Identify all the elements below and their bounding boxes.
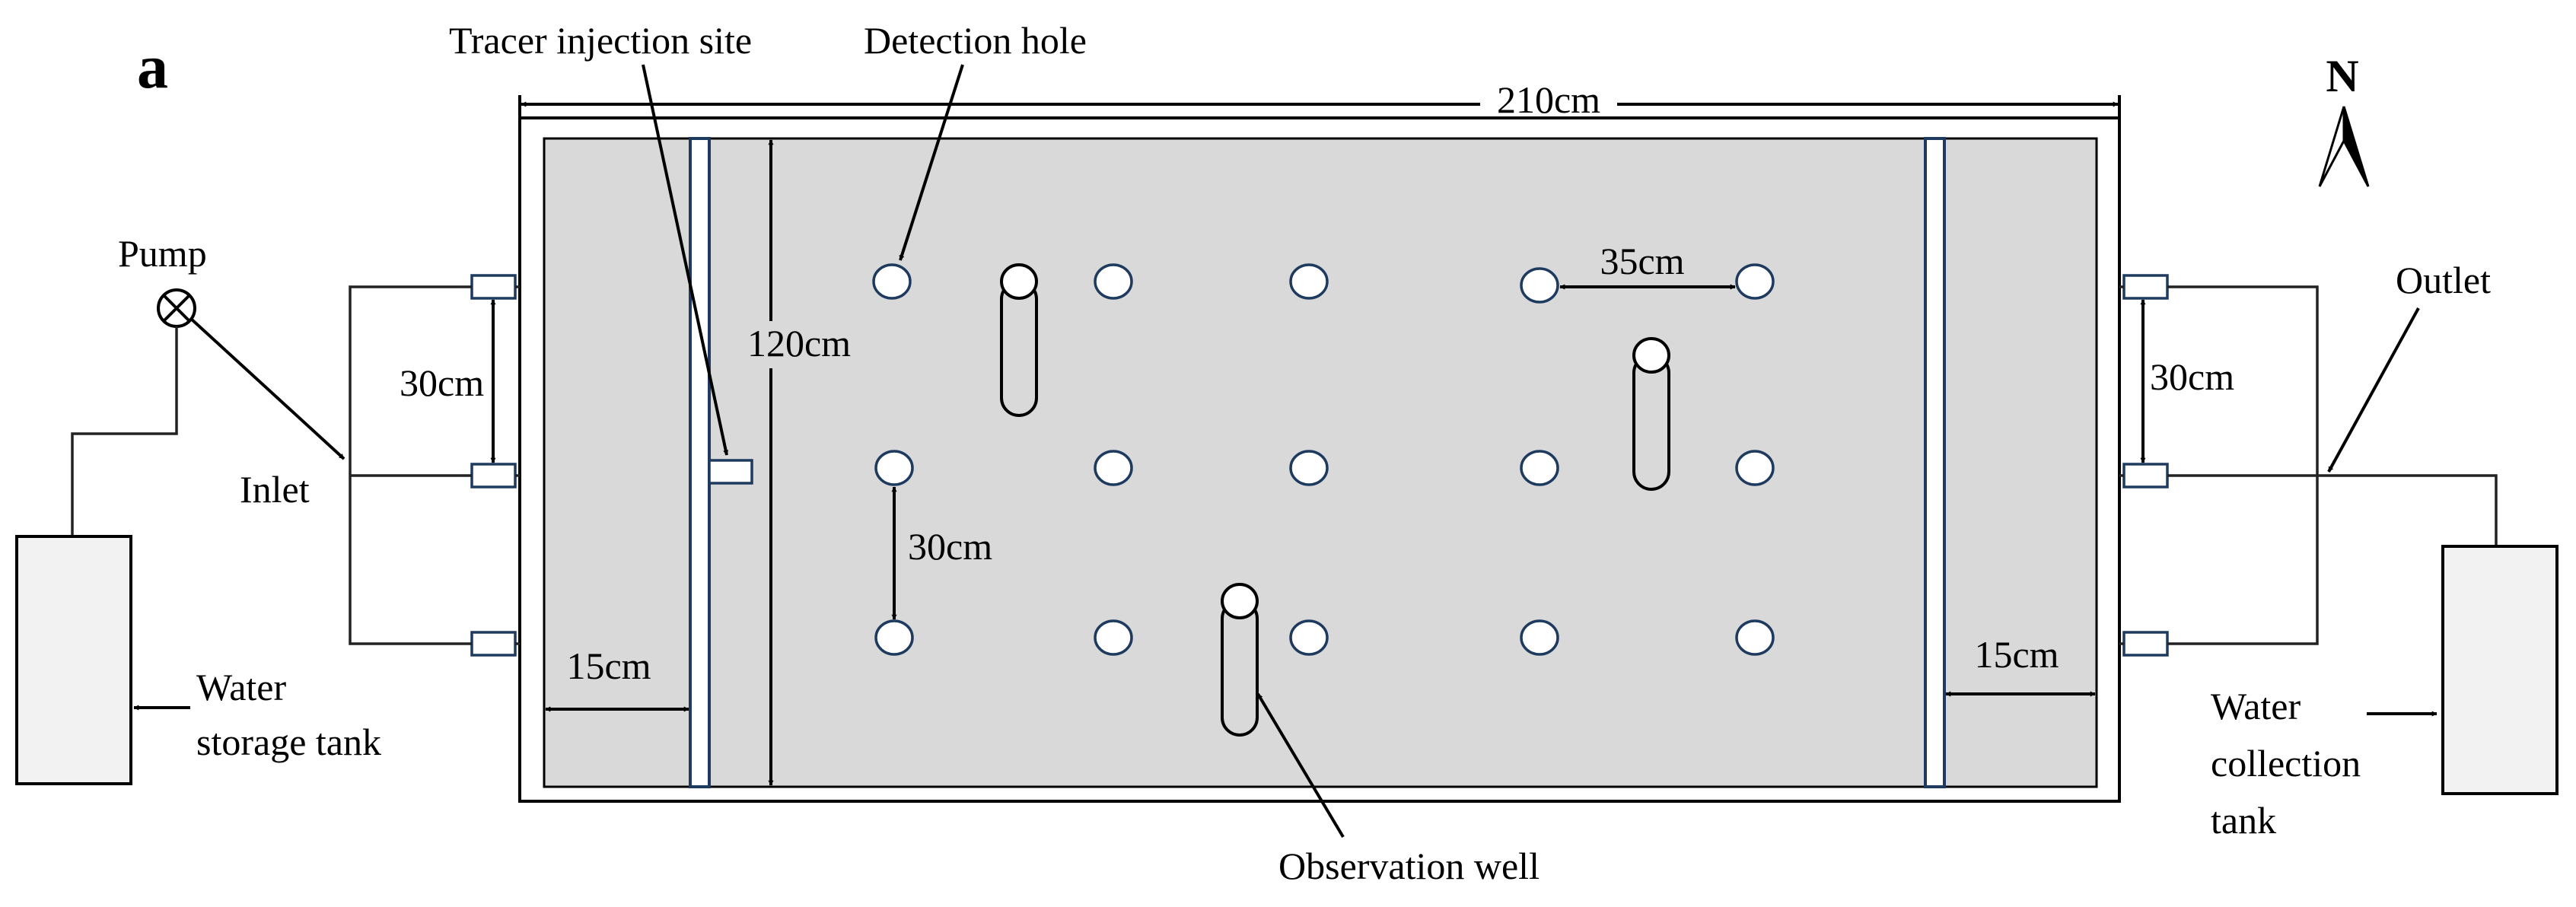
length-dimension: 210cm xyxy=(518,78,2121,121)
observation-well xyxy=(1221,583,1259,737)
detection-hole xyxy=(1735,450,1775,486)
inlet-spacing-label: 30cm xyxy=(400,361,484,404)
outlet-manifold xyxy=(2167,285,2498,645)
north-label: N xyxy=(2326,51,2358,101)
detection-hole xyxy=(1289,263,1329,300)
buffer-right-label: 15cm xyxy=(1974,633,2059,676)
detection-hole xyxy=(1289,619,1329,656)
pump-label: Pump xyxy=(118,232,207,275)
water-storage-tank xyxy=(15,535,132,785)
water-collection-tank-label: Water collection tank xyxy=(2211,685,2371,842)
panel-letter: a xyxy=(137,32,168,101)
observation-well xyxy=(1632,337,1670,491)
detection-hole xyxy=(1289,450,1329,486)
tracer-injection-label: Tracer injection site xyxy=(449,19,752,62)
width-label: 120cm xyxy=(747,322,851,364)
north-arrow-icon xyxy=(2318,106,2370,187)
length-label: 210cm xyxy=(1497,78,1600,121)
detection-hole xyxy=(1520,450,1559,486)
detection-hole xyxy=(1520,267,1559,304)
width-dimension: 120cm xyxy=(734,139,868,786)
outlet-label: Outlet xyxy=(2396,259,2491,301)
outlet-leader xyxy=(2327,307,2420,473)
water-collection-tank xyxy=(2441,545,2558,795)
detection-hole xyxy=(874,619,914,656)
observation-well-leader xyxy=(1256,692,1345,839)
detection-hole xyxy=(1094,450,1133,486)
right-baffle xyxy=(1924,137,1946,788)
tracer-injection-leader xyxy=(642,64,729,456)
observation-well xyxy=(1000,263,1038,417)
detection-hole xyxy=(872,263,912,300)
detection-hole xyxy=(1735,619,1775,656)
pump-icon xyxy=(157,288,196,328)
outlet-spacing-label: 30cm xyxy=(2150,355,2234,398)
hole-spacing-x-label: 35cm xyxy=(1600,240,1684,282)
detection-hole-leader xyxy=(899,64,964,261)
detection-hole xyxy=(874,450,914,486)
inlet-manifold xyxy=(349,285,472,645)
detection-hole xyxy=(1520,619,1559,656)
hole-spacing-y-label: 30cm xyxy=(908,525,992,568)
left-baffle xyxy=(689,137,711,788)
detection-hole xyxy=(1735,263,1775,300)
inlet-leader xyxy=(189,317,345,460)
observation-well-label: Observation well xyxy=(1278,845,1540,887)
water-storage-tank-label: Water storage tank xyxy=(196,666,381,763)
inlet-ports xyxy=(470,274,520,657)
inlet-label: Inlet xyxy=(240,468,310,511)
supply-pipe xyxy=(71,326,178,536)
tracer-injection-port xyxy=(708,459,753,485)
detection-hole xyxy=(1094,619,1133,656)
detection-hole xyxy=(1094,263,1133,300)
detection-hole-label: Detection hole xyxy=(864,19,1087,62)
buffer-left-label: 15cm xyxy=(566,644,651,687)
detection-holes xyxy=(872,263,1775,656)
